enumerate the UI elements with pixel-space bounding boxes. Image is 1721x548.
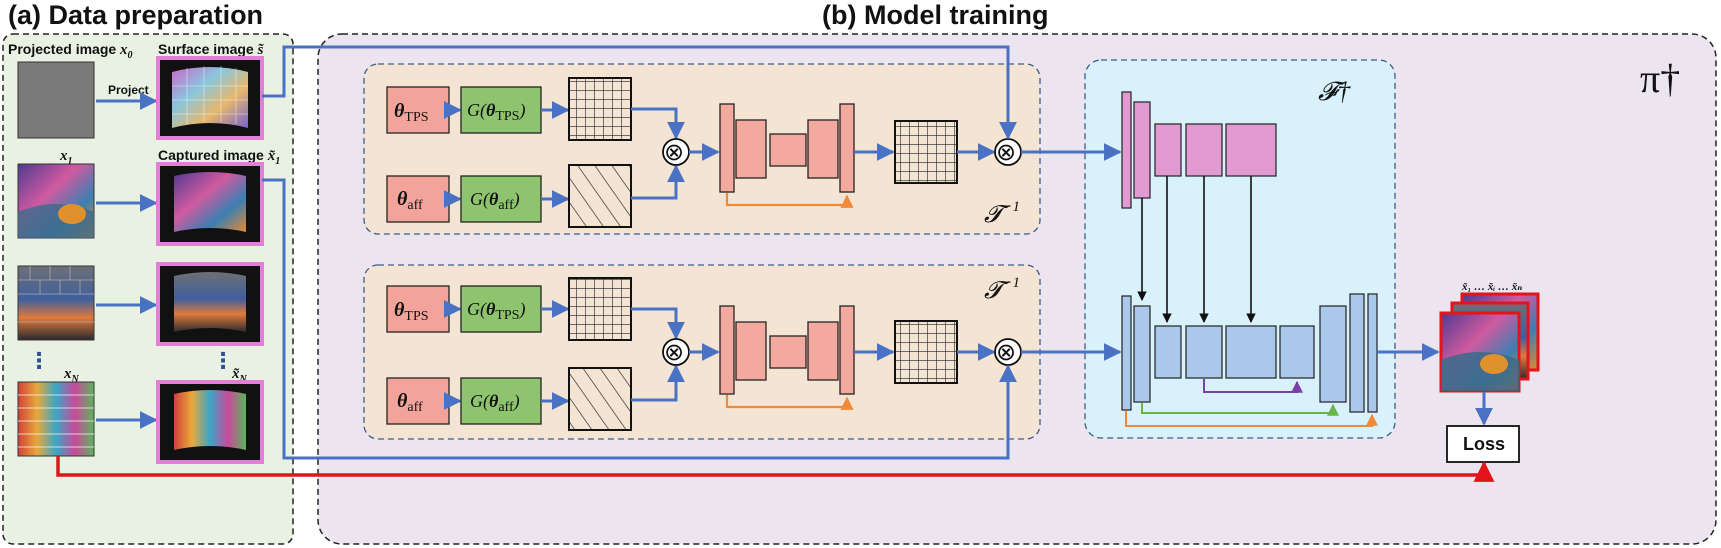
- unet-skip-bottom: [725, 395, 854, 410]
- captured-image-N-content: [174, 390, 246, 450]
- dots-right: ⋮: [212, 348, 234, 373]
- output-stack: x̃₁ … x̃ᵢ … x̃ₙ Loss: [1439, 281, 1540, 463]
- tps-to-otimes-bottom: [631, 307, 685, 340]
- unet-block-1-bottom: [719, 305, 735, 395]
- affine-grid-bottom: [568, 367, 632, 431]
- dec-block-6: [1279, 325, 1315, 379]
- brick-image-pattern: [18, 266, 94, 323]
- otimes-symbol-top: ⊗: [664, 138, 684, 166]
- output-stack-label: x̃₁ … x̃ᵢ … x̃ₙ: [1461, 281, 1522, 293]
- enc-block-5: [1225, 123, 1277, 177]
- dec-block-9: [1367, 293, 1378, 413]
- xtN-label: x̃N: [231, 366, 248, 385]
- enc-block-3: [1154, 123, 1182, 177]
- dec-block-5: [1225, 325, 1277, 379]
- F-dagger-network: [1121, 91, 1440, 427]
- skip-purple: [1203, 379, 1303, 393]
- otimes-symbol-top-2: ⊗: [996, 138, 1016, 166]
- warped-grid-top: [894, 120, 958, 184]
- aff-to-otimes-top: [631, 164, 685, 200]
- unet-block-4-bottom: [807, 321, 839, 381]
- theta-aff-box-top: [386, 175, 450, 223]
- surface-image-pattern: [172, 66, 248, 124]
- dec-block-2: [1133, 305, 1151, 403]
- output-image-rock: [1480, 354, 1508, 374]
- theta-aff-box-bottom: [386, 377, 450, 425]
- bottom-branch: θTPS G(θTPS) θaff G(θaff) ⊗: [386, 277, 1122, 431]
- dec-block-1: [1121, 295, 1132, 411]
- projected-image-label: Projected image x0: [8, 41, 133, 61]
- captured-image-1-content: [174, 172, 246, 232]
- model-training-panel: (b) Model training π† 𝓣−1 𝓣−1 𝓕† θTPS G(…: [317, 0, 1717, 545]
- dec-block-7: [1319, 305, 1347, 403]
- unet-skip-top: [725, 193, 854, 208]
- theta-tps-box-top: [386, 86, 450, 134]
- output-image-river: [1441, 352, 1519, 391]
- theta-tps-text-bottom: θTPS: [394, 299, 429, 324]
- F-dagger-label: 𝓕†: [1318, 77, 1351, 106]
- skip-orange: [1125, 411, 1378, 427]
- unet-block-2-top: [735, 119, 767, 179]
- tps-grid-bottom: [568, 277, 632, 341]
- x1-image-rock: [58, 204, 86, 224]
- aff-to-otimes-bottom: [631, 364, 685, 402]
- top-branch: θTPS G(θTPS) θaff G(θaff) ⊗: [386, 77, 1122, 228]
- otimes-symbol-bottom: ⊗: [664, 338, 684, 366]
- model-training-title: (b) Model training: [822, 0, 1048, 30]
- xN-to-loss-arrow: [56, 456, 1495, 482]
- G-aff-box-bottom: [460, 377, 542, 425]
- theta-tps-box-bottom: [386, 285, 450, 333]
- enc-block-2: [1133, 101, 1151, 199]
- G-aff-box-top: [460, 175, 542, 223]
- x1-label: x1: [59, 148, 73, 167]
- enc-block-1: [1121, 91, 1132, 209]
- dec-block-4: [1185, 325, 1223, 379]
- unet-block-3-top: [769, 133, 807, 167]
- captured-to-bottom-otimes: [262, 178, 1017, 460]
- theta-aff-text-bottom: θaff: [397, 390, 423, 415]
- captured-image-label: Captured image x̃1: [158, 147, 280, 167]
- theta-tps-text-top: θTPS: [394, 100, 429, 125]
- xN-image-pattern: [18, 394, 94, 448]
- surface-to-top-otimes: [262, 45, 1017, 140]
- xN-label: xN: [63, 366, 80, 385]
- unet-block-2-bottom: [735, 321, 767, 381]
- tps-to-otimes-top: [631, 107, 685, 140]
- projected-image-gray: [17, 61, 95, 139]
- G-aff-text-bottom: G(θaff): [470, 391, 520, 415]
- dec-block-8: [1349, 293, 1365, 413]
- skip-green: [1141, 403, 1339, 416]
- data-prep-title: (a) Data preparation: [8, 0, 263, 30]
- project-arrow-label: Project: [108, 83, 149, 97]
- unet-block-5-top: [839, 103, 855, 193]
- loss-label: Loss: [1463, 434, 1505, 454]
- captured-image-2-content: [174, 272, 246, 332]
- unet-block-3-bottom: [769, 335, 807, 369]
- dots-left: ⋮: [28, 348, 50, 373]
- connectors: [56, 45, 1495, 482]
- surface-image-content: [172, 67, 248, 128]
- unet-block-1-top: [719, 103, 735, 193]
- data-preparation-panel: (a) Data preparation Projected image x0 …: [2, 0, 294, 545]
- dec-block-3: [1154, 325, 1182, 379]
- unet-block-5-bottom: [839, 305, 855, 395]
- affine-grid-top: [568, 164, 632, 228]
- brick-image: [17, 265, 95, 341]
- warped-grid-bottom: [894, 320, 958, 384]
- pi-dagger-label: π†: [1640, 56, 1680, 101]
- otimes-symbol-bottom-2: ⊗: [996, 338, 1016, 366]
- theta-aff-text-top: θaff: [397, 188, 423, 213]
- surface-image-label: Surface image s̃: [158, 41, 265, 58]
- G-tps-box-bottom: [460, 285, 542, 333]
- unet-block-4-top: [807, 119, 839, 179]
- enc-block-4: [1185, 123, 1223, 177]
- tps-grid-top: [568, 77, 632, 141]
- xN-image: [17, 381, 95, 457]
